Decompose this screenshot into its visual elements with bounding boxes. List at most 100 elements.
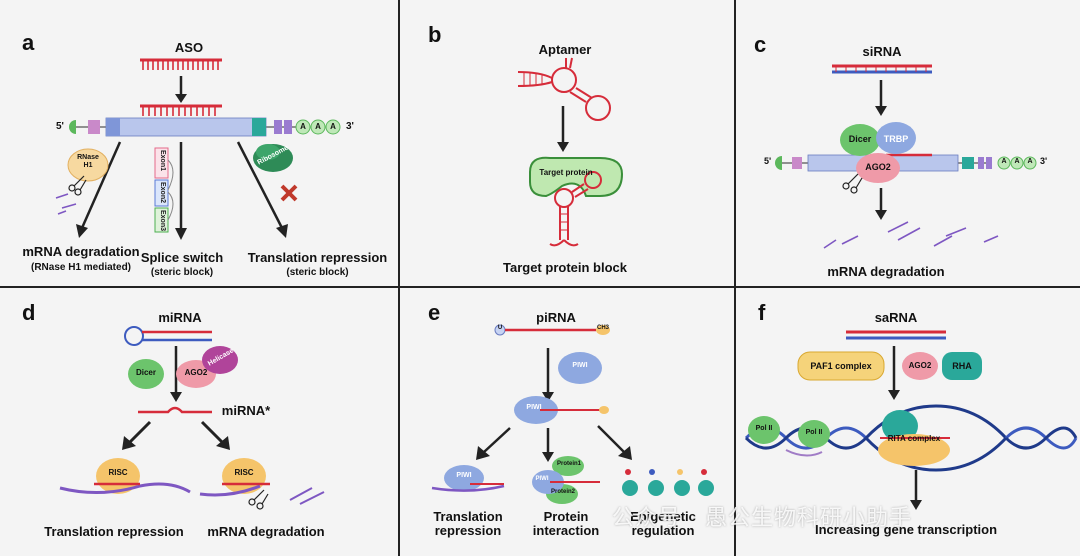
- mrna-icon: [69, 117, 310, 137]
- sirna-diagram: [775, 64, 1037, 249]
- pirna-outcome-epigenetic: Epigenetic regulation: [618, 510, 708, 538]
- pirna-outcome-translation-line2: repression: [434, 523, 502, 538]
- pre-mirna-icon: [124, 326, 212, 346]
- rnase-label-line2: H1: [83, 162, 93, 169]
- rnase-label: RNase H1: [74, 154, 102, 170]
- aptamer-title: Aptamer: [538, 42, 592, 57]
- fragments-c-icon: [823, 221, 999, 249]
- ago2-f-label: AGO2: [908, 361, 932, 370]
- nucleosomes-icon: [622, 469, 714, 496]
- pirna-outcome-protein-line2: interaction: [532, 523, 600, 538]
- three-prime-c: 3': [1040, 156, 1048, 166]
- pirna-diagram: [431, 324, 714, 504]
- piwi-bound-icon: [514, 396, 558, 424]
- aptamer-outcome: Target protein block: [503, 260, 627, 275]
- sarna-diagram: [744, 330, 1078, 510]
- mirna-outcome-degradation: mRNA degradation: [207, 524, 325, 539]
- ago2-f-icon: [902, 352, 938, 380]
- panel-e-pirna: e piRNA U CH3 PIWI P: [400, 288, 734, 556]
- protein2-label: Protein2: [550, 489, 575, 495]
- outcome-splice-switch-sub: (steric block): [150, 267, 214, 278]
- ago2-c-icon: [856, 153, 900, 183]
- watermark: 公众号 · 愚公生物科研小助手: [612, 506, 912, 531]
- outcome-translation-repression: Translation repression: [247, 250, 388, 265]
- mirna-outcome-translation: Translation repression: [44, 524, 184, 539]
- protein1-icon: [552, 456, 584, 476]
- panel-b-aptamer: b Aptamer Target protein Target protein …: [400, 0, 734, 286]
- cap-label: U: [497, 325, 503, 331]
- polyA-c-icon: [997, 156, 1037, 170]
- panel-letter: c: [754, 32, 767, 57]
- sarna-outcome: Increasing gene transcription: [814, 522, 998, 537]
- polyA-c-1: A: [1001, 158, 1007, 165]
- pirna-outcome-protein: Protein interaction: [526, 510, 606, 538]
- risc-right-label: RISC: [234, 468, 254, 477]
- pirna-outcome-translation: Translation repression: [420, 510, 516, 538]
- piwi-bound-label: PIWI: [526, 404, 542, 411]
- panel-letter: f: [758, 300, 766, 325]
- pol2-left-label: Pol II: [755, 425, 773, 432]
- piwi-top-icon: [558, 352, 602, 384]
- piwi-left-label: PIWI: [456, 472, 472, 479]
- block-x-icon: [280, 184, 298, 202]
- panel-a-aso: a ASO: [0, 0, 398, 286]
- trbp-label: TRBP: [883, 134, 909, 144]
- scissors-d-icon: [248, 489, 269, 510]
- panel-letter: d: [22, 300, 36, 325]
- ch3-label: CH3: [596, 325, 609, 331]
- aso-strand-icon: [140, 58, 222, 70]
- exon2-label: Exon2: [159, 182, 166, 203]
- rnase-h1-icon: [67, 148, 109, 182]
- pirna-strand-icon: [494, 324, 610, 336]
- pirna-outcome-epigenetic-line2: regulation: [631, 523, 695, 538]
- five-prime-c: 5': [764, 156, 772, 166]
- panel-c-sirna: c siRNA: [736, 0, 1080, 286]
- pirna-outcome-epigenetic-line1: Epigenetic: [630, 509, 696, 524]
- five-prime-a: 5': [56, 121, 64, 132]
- target-protein-label: Target protein: [539, 168, 593, 177]
- aso-diagram: Exon1 Exon2 Exon3: [55, 58, 341, 240]
- outcome-splice-switch: Splice switch: [140, 250, 224, 265]
- pirna-outcome-protein-line1: Protein: [543, 509, 589, 524]
- panel-letter: b: [428, 22, 442, 47]
- sirna-duplex-icon: [832, 64, 932, 74]
- outcome-translation-repression-sub: (steric block): [286, 267, 349, 278]
- paf1-complex-icon: [797, 351, 885, 381]
- aso-title: ASO: [174, 40, 204, 55]
- sarna-duplex-icon: [846, 330, 946, 340]
- piwi-middle-icon: [532, 470, 564, 494]
- dicer-d-label: Dicer: [135, 368, 156, 377]
- helicase-icon: [202, 346, 238, 374]
- rita-label: RITA complex: [887, 434, 941, 443]
- rha-label: RHA: [952, 361, 972, 371]
- exon-boxes-icon: [154, 147, 174, 233]
- polyA-c-3: A: [1027, 158, 1033, 165]
- protein1-label: Protein1: [556, 461, 581, 467]
- pirna-outcome-translation-line1: Translation: [433, 509, 503, 524]
- ribosome-icon: [253, 144, 293, 172]
- bound-aptamer-icon: [549, 171, 602, 247]
- scissors-icon: [68, 175, 87, 196]
- rha-icon: [942, 352, 982, 380]
- divider-vertical-2: [734, 0, 736, 556]
- dicer-c-label: Dicer: [848, 134, 872, 144]
- polyA-icon: [295, 119, 341, 135]
- scissors-c-icon: [842, 173, 863, 194]
- dicer-c-icon: [840, 124, 880, 156]
- piwi-middle-label: PIWI: [535, 476, 549, 482]
- outcome-mrna-degradation-sub: (RNase H1 mediated): [30, 262, 132, 273]
- mirna-star-icon: [138, 406, 212, 414]
- outcome-mrna-degradation: mRNA degradation: [22, 244, 140, 259]
- exon1-label: Exon1: [159, 150, 166, 171]
- ago2-d-label: AGO2: [184, 368, 208, 377]
- panel-d-mirna: d miRNA Dicer AGO2 Helicase miRN: [0, 288, 398, 556]
- ago2-c-label: AGO2: [865, 162, 891, 172]
- risc-left-label: RISC: [108, 468, 128, 477]
- panel-f-sarna: f saRNA PAF1 complex AGO2 RHA: [736, 288, 1080, 556]
- mirna-title: miRNA: [158, 310, 202, 325]
- pol2-right-icon: [798, 420, 830, 448]
- aptamer-diagram: [517, 57, 624, 247]
- rita-complex-icon: [878, 410, 950, 466]
- pirna-title: piRNA: [536, 310, 576, 325]
- piwi-top-label: PIWI: [572, 362, 588, 369]
